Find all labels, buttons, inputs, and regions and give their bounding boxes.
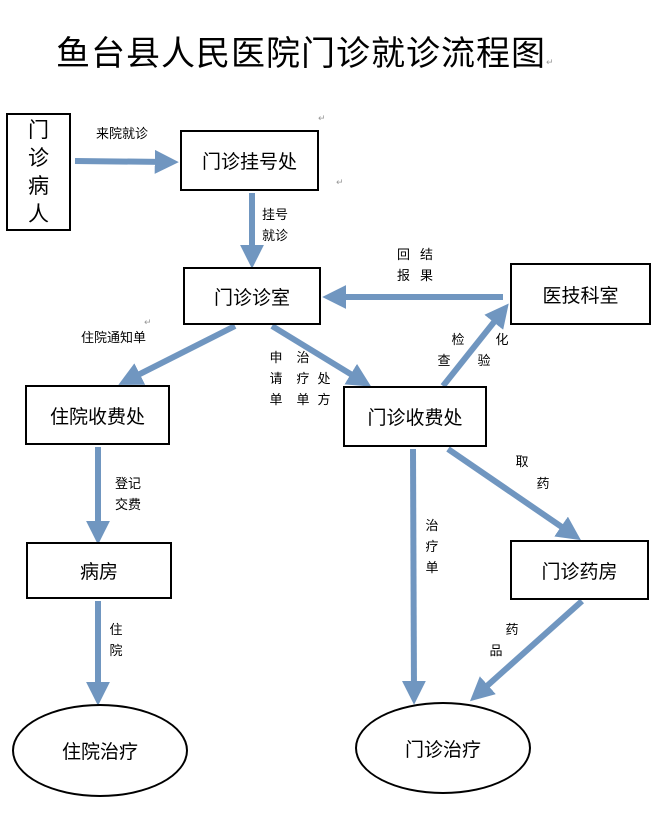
node-pharmacy-label: 门诊药房: [541, 560, 618, 583]
label-char: 验: [477, 354, 491, 369]
arrow-treatment-sheet: [401, 448, 426, 705]
node-patient-char: 门: [28, 118, 49, 142]
arrow-take-medicine: [446, 446, 581, 541]
diagram-title: 鱼台县人民医院门诊就诊流程图↵: [56, 26, 555, 75]
label-exam-col1: 检: [450, 330, 466, 351]
paragraph-mark-icon: ↵: [546, 58, 555, 68]
label-hospitalize: 住院: [108, 620, 124, 662]
node-pharmacy: 门诊药房: [510, 540, 649, 600]
label-request-col1: 申请单: [268, 348, 284, 411]
label-report-col1: 回报: [397, 245, 410, 287]
node-patient-char: 诊: [28, 146, 49, 170]
label-register-line2: 就诊: [262, 229, 289, 244]
label-exam-col2: 化: [494, 330, 510, 351]
label-request-col3: 处方: [316, 369, 332, 411]
node-inpatient-treatment-label: 住院治疗: [61, 741, 138, 763]
label-pay-line1: 登记: [115, 477, 142, 492]
arrow-medicine: [469, 598, 584, 702]
node-patient-char: 病: [28, 174, 49, 198]
label-char: 疗: [296, 372, 310, 387]
node-patient: 门诊病人: [6, 113, 71, 231]
label-exam-col1b: 查: [436, 351, 452, 372]
label-char: 报: [397, 269, 411, 284]
label-char: 回: [397, 248, 411, 263]
node-outpatient-cashier: 门诊收费处: [343, 386, 487, 447]
node-patient-char: 人: [28, 202, 49, 226]
paragraph-mark-icon: ↵: [144, 318, 152, 328]
label-char: 治: [296, 351, 310, 366]
paragraph-mark-icon: ↵: [318, 114, 326, 124]
label-take-medicine-1: 取: [514, 452, 530, 473]
arrow-admission: [118, 323, 237, 385]
label-char: 单: [296, 393, 310, 408]
label-char: 治: [425, 519, 439, 534]
label-char: 请: [269, 372, 283, 387]
label-char: 药: [536, 477, 550, 492]
node-registration: 门诊挂号处: [180, 130, 319, 191]
label-pay: 登记 交费: [115, 474, 141, 516]
node-outpatient-cashier-label: 门诊收费处: [367, 407, 463, 429]
label-char: 结: [420, 248, 434, 263]
label-char: 院: [109, 644, 123, 659]
paragraph-mark-icon: ↵: [336, 178, 344, 188]
node-consult-room: 门诊诊室: [183, 267, 321, 325]
node-inpatient-cashier: 住院收费处: [25, 385, 170, 445]
label-char: 疗: [425, 540, 439, 555]
node-registration-label: 门诊挂号处: [201, 151, 297, 173]
label-register-line1: 挂号: [262, 208, 289, 223]
label-visit: 来院就诊: [96, 127, 149, 142]
node-inpatient-treatment: 住院治疗: [12, 704, 188, 797]
node-outpatient-treatment: 门诊治疗: [355, 702, 531, 794]
node-ward: 病房: [26, 542, 172, 599]
label-char: 果: [420, 269, 434, 284]
label-char: 申: [269, 351, 283, 366]
label-char: 取: [515, 455, 529, 470]
label-register: 挂号 就诊: [262, 205, 288, 247]
label-exam-col2b: 验: [476, 351, 492, 372]
label-char: 住: [109, 623, 123, 638]
label-char: 查: [437, 354, 451, 369]
label-pay-line2: 交费: [115, 498, 142, 513]
label-report-col2: 结果: [420, 245, 433, 287]
label-char: 化: [495, 333, 509, 348]
arrow-visit: [74, 149, 179, 174]
label-medicine-1: 药: [504, 620, 520, 641]
label-treatment-sheet: 治疗单: [424, 516, 440, 579]
node-inpatient-cashier-label: 住院收费处: [49, 405, 145, 428]
label-medicine-2: 品: [488, 641, 504, 662]
node-patient-label: 门诊病人: [28, 116, 49, 228]
label-take-medicine-2: 药: [535, 474, 551, 495]
label-char: 药: [505, 623, 519, 638]
label-request-col2: 治疗单: [295, 348, 311, 411]
label-admission-notice: 住院通知单: [81, 331, 147, 346]
label-char: 单: [269, 393, 283, 408]
arrow-request: [270, 323, 372, 387]
label-char: 处: [317, 372, 331, 387]
arrow-exam: [440, 303, 509, 388]
label-char: 品: [489, 644, 503, 659]
node-ward-label: 病房: [79, 561, 118, 583]
label-char: 单: [425, 561, 439, 576]
title-text: 鱼台县人民医院门诊就诊流程图: [56, 34, 546, 74]
node-outpatient-treatment-label: 门诊治疗: [404, 738, 481, 761]
label-char: 方: [317, 393, 331, 408]
node-consult-room-label: 门诊诊室: [213, 286, 290, 309]
node-medtech-label: 医技科室: [542, 284, 619, 307]
label-char: 检: [451, 333, 465, 348]
node-medtech: 医技科室: [510, 263, 651, 325]
